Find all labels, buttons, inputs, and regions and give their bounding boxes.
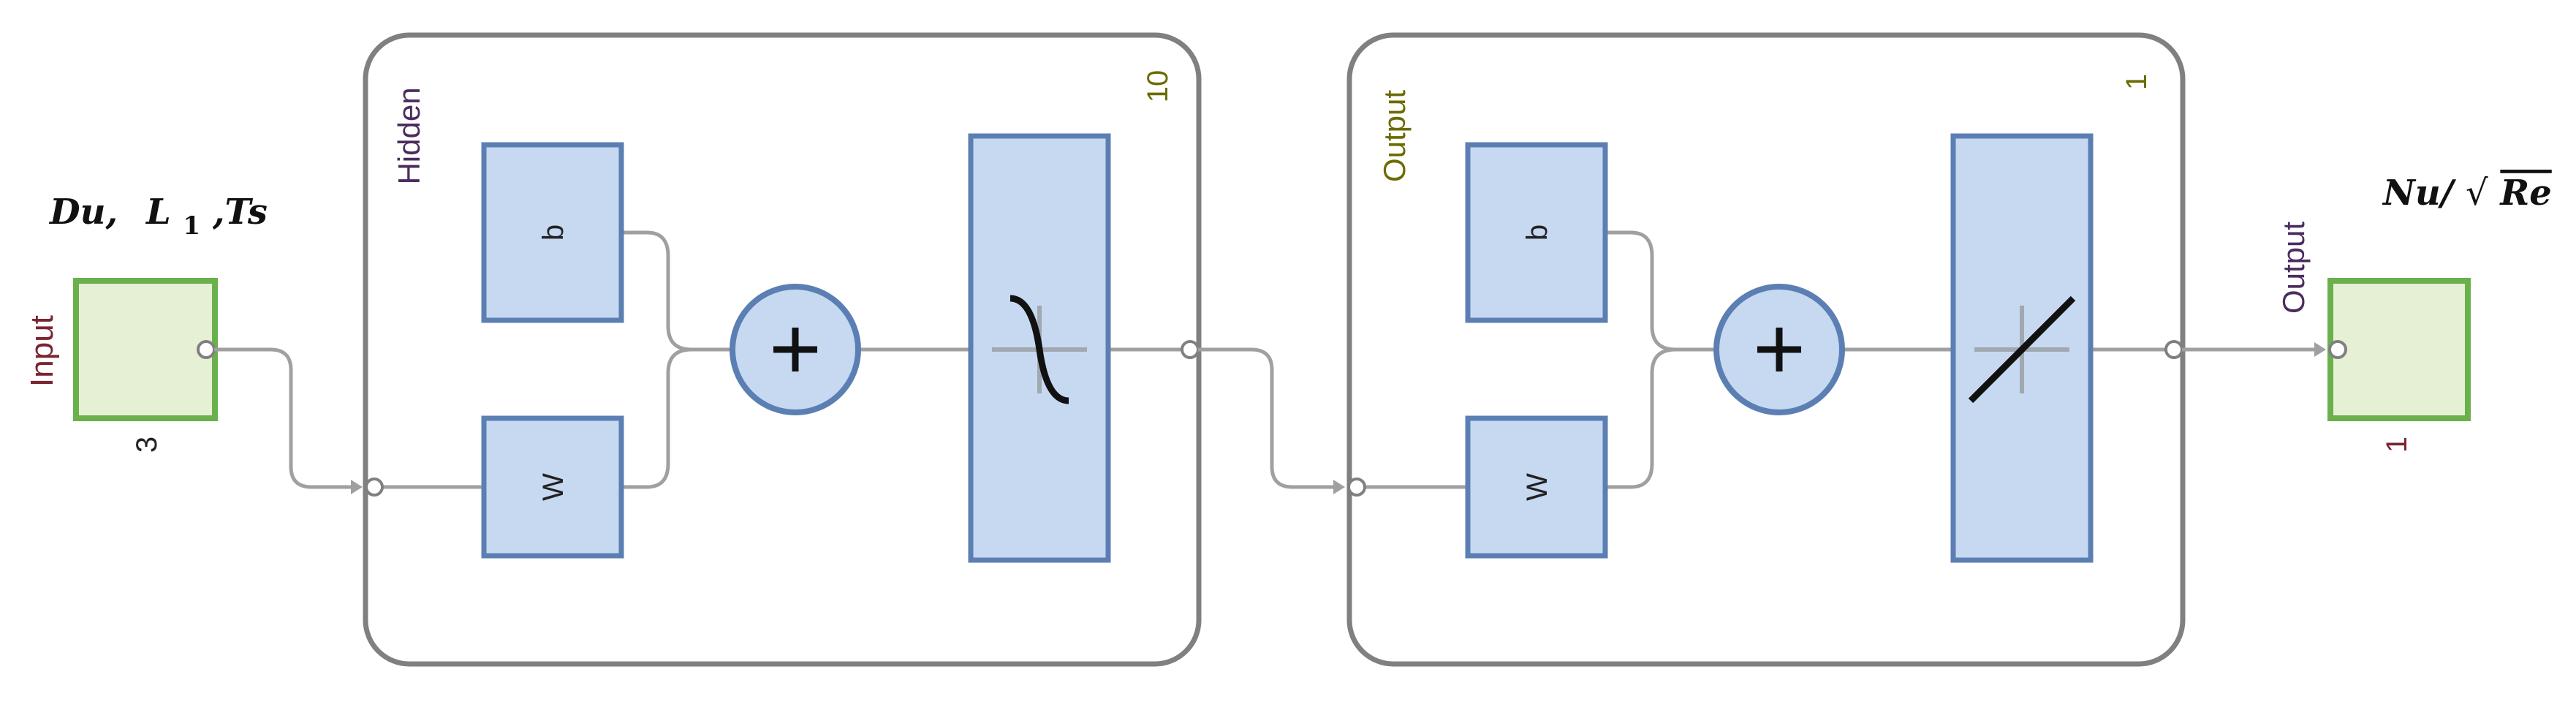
- hidden-wire-b-to-sum: [621, 230, 732, 352]
- output-wire-b-to-sum: [1605, 230, 1716, 352]
- output-formula: Nu/ √ Re: [2382, 173, 2552, 214]
- input-node-port: [197, 340, 216, 359]
- input-formula-part-du: Du,: [48, 192, 118, 233]
- output-formula-part-nu: Nu/: [2382, 173, 2457, 214]
- wire-hidden-to-output: [1198, 347, 1333, 489]
- output-plus-icon: [1757, 328, 1801, 371]
- hidden-bias-label: b: [537, 224, 569, 241]
- hidden-weight-label: W: [537, 473, 569, 501]
- hidden-layer-title: Hidden: [392, 87, 426, 184]
- output-node-size: 1: [2381, 437, 2413, 453]
- output-formula-part-re: Re: [2499, 173, 2551, 214]
- hidden-wire-w-to-sum: [621, 347, 692, 489]
- input-formula-subscript: 1: [183, 211, 200, 241]
- output-formula-radical: √: [2466, 173, 2488, 214]
- wire-input-to-hidden: [214, 347, 351, 489]
- input-formula-part-l: L: [145, 192, 171, 233]
- hidden-layer-size: 10: [1142, 70, 1174, 103]
- hidden-weight-box: [481, 415, 624, 559]
- output-wire-w-to-sum: [1605, 347, 1676, 489]
- output-layer-size: 1: [2121, 74, 2153, 90]
- output-layer-output-port: [2164, 340, 2183, 359]
- input-node-label: Input: [24, 315, 60, 387]
- output-weight-label: W: [1521, 473, 1553, 501]
- input-formula-part-ts: ,Ts: [212, 192, 268, 233]
- hidden-output-port: [1181, 340, 1200, 359]
- hidden-plus-icon: [773, 328, 817, 371]
- input-node-box: [73, 278, 218, 421]
- arrow-into-output-layer: [1333, 480, 1345, 494]
- output-bias-box: [1465, 142, 1608, 323]
- output-weight-box: [1465, 415, 1608, 559]
- arrow-into-output-node: [2314, 342, 2326, 357]
- hidden-bias-box: [481, 142, 624, 323]
- output-node-port: [2328, 340, 2347, 359]
- hidden-input-port: [365, 478, 384, 497]
- output-bias-label: b: [1521, 224, 1553, 241]
- output-layer-title: Output: [1377, 90, 1412, 182]
- tansig-icon: [992, 295, 1087, 404]
- output-node-label: Output: [2276, 222, 2311, 314]
- input-node-size: 3: [131, 437, 163, 453]
- output-layer-input-port: [1347, 478, 1366, 497]
- output-node-box: [2327, 278, 2471, 421]
- input-formula: Du, L 1 ,Ts: [48, 192, 268, 243]
- purelin-icon: [1968, 295, 2076, 404]
- arrow-into-hidden: [351, 480, 363, 494]
